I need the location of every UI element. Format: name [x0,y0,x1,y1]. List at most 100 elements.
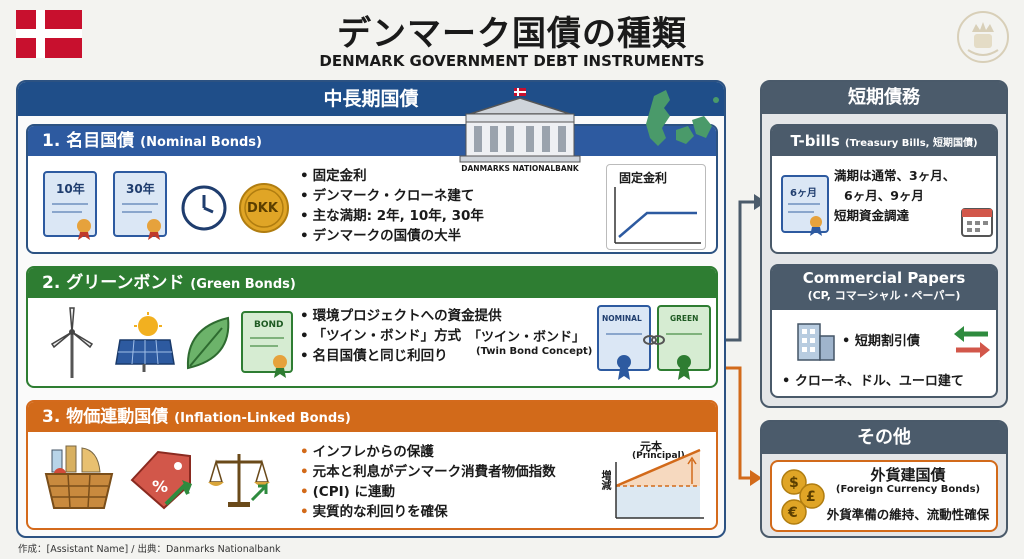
inflation-bullets: インフレからの保護 元本と利息がデンマーク消費者物価指数 (CPI) に連動 実… [300,442,556,522]
certificate-10y-label: 10年 [56,182,85,196]
solar-panel-icon [115,312,175,372]
inflation-title-jp: 3. 物価連動国債 [42,407,169,427]
green-bullets: 環境プロジェクトへの資金提供 「ツイン・ボンド」方式 名目国債と同じ利回り [300,306,502,366]
leaf-icon [186,316,230,370]
tbill-cert-label: 6ヶ月 [790,188,817,199]
fx-description: 外貨準備の維持、流動性確保 [826,507,990,522]
svg-text:€: € [787,505,798,521]
connector-arrows [726,194,766,486]
green-bond-label: BOND [254,320,284,330]
list-item: 固定金利 [300,166,484,186]
short-term-panel: 短期債務 T-bills (Treasury Bills, 短期国債) 6ヶ月 … [760,80,1008,408]
cp-subtitle: (CP, コマーシャル・ペーパー) [807,289,961,302]
list-item-continued: (CPI) に連動 [312,484,396,500]
list-item-continued: 6ヶ月、9ヶ月 [844,188,924,203]
grocery-basket-icon [44,445,114,509]
denmark-map-icon [646,90,719,146]
fixed-rate-chart: 固定金利 [606,164,706,250]
inflation-title-en: (Inflation-Linked Bonds) [174,411,351,426]
fixed-rate-chart-label: 固定金利 [619,171,668,185]
list-item: インフレからの保護 [300,442,556,462]
svg-text:$: $ [789,475,799,491]
twin-bond-title: 「ツイン・ボンド」 [468,330,586,345]
fx-title: 外貨建国債 [870,466,946,484]
cp-bullet-currency: • クローネ、ドル、ユーロ建て [782,374,964,389]
commercial-papers-box: Commercial Papers (CP, コマーシャル・ペーパー) • 短期… [770,264,998,398]
list-item: (CPI) に連動 [300,482,556,502]
svg-text:£: £ [806,489,816,505]
tbills-bullets: 満期は通常、3ヶ月、 6ヶ月、9ヶ月 短期資金調達 [834,166,955,226]
bank-label: DANMARKS NATIONALBANK [450,164,590,173]
twin-nominal-label: NOMINAL [602,314,642,323]
list-item: デンマークの国債の大半 [300,226,484,246]
tbills-header: T-bills (Treasury Bills, 短期国債) [772,126,996,156]
other-panel: その他 $ £ € 外貨建国債 (Foreign Currency Bonds)… [760,420,1008,538]
tbills-box: T-bills (Treasury Bills, 短期国債) 6ヶ月 満期は通常… [770,124,998,254]
cp-bullet-discount: • 短期割引債 [842,334,920,349]
other-title: その他 [762,422,1006,454]
cp-bullet-discount-text: 短期割引債 [854,334,920,349]
list-item: 元本と利息がデンマーク消費者物価指数 [300,462,556,482]
mid-long-term-panel: 中長期国債 1. 名目国債 (Nominal Bonds) 10年 30年 [16,80,726,538]
bank-building-icon [459,88,581,163]
list-item: 主な満期: 2年, 10年, 30年 [300,206,484,226]
denmark-flag-icon [16,10,82,58]
principal-chart-label-en: (Principal) [632,451,685,461]
list-item: 満期は通常、3ヶ月、 [834,168,956,183]
inflation-linked-section: 3. 物価連動国債 (Inflation-Linked Bonds) % [26,400,718,530]
cp-title: Commercial Papers [802,269,966,287]
clock-icon [181,185,227,231]
tbills-title: T-bills [790,132,840,150]
principal-chart-label: 元本 [640,440,662,453]
certificate-30y-label: 30年 [126,182,155,196]
list-item: デンマーク・クローネ建て [300,186,484,206]
footer-credit: 作成：[Assistant Name] / 出典：Danmarks Nation… [18,544,281,555]
tbills-title-en: (Treasury Bills, 短期国債) [845,138,978,149]
certificate-10y-icon [43,171,97,240]
twin-bond-en: (Twin Bond Concept) [476,346,593,357]
dkk-coin-icon [239,183,289,233]
royal-crest-icon [957,11,1009,63]
fx-title-en: (Foreign Currency Bonds) [835,484,981,495]
svg-text:%: % [152,477,168,496]
office-building-icon [797,323,835,361]
tbill-certificate-icon [781,175,829,236]
cp-bullet-currency-text: クローネ、ドル、ユーロ建て [794,374,964,389]
green-bond-certificate-icon [241,311,293,378]
calendar-icon [961,208,993,237]
principal-chart: 元本 (Principal) 増減 [596,438,710,526]
list-item: 実質的な利回りを確保 [300,502,556,522]
nominal-title-en: (Nominal Bonds) [140,135,262,150]
nominal-title-jp: 1. 名目国債 [42,131,135,151]
principal-growth-chart [615,448,704,519]
page-title: デンマーク国債の種類 [337,14,687,54]
green-title-jp: 2. グリーンボンド [42,273,185,293]
page-subtitle: DENMARK GOVERNMENT DEBT INSTRUMENTS [319,52,705,70]
price-tag-icon: % [130,450,192,510]
twin-green-label: GREEN [670,314,699,323]
inflation-header: 3. 物価連動国債 (Inflation-Linked Bonds) [28,402,716,432]
list-item: 環境プロジェクトへの資金提供 [300,306,502,326]
list-item: 6ヶ月、9ヶ月 [834,186,955,206]
green-title-en: (Green Bonds) [190,277,296,292]
currency-coins-icon: $ £ € [781,469,825,525]
certificate-30y-icon [113,171,167,240]
list-item: 「ツイン・ボンド」方式 [300,326,502,346]
nominal-bonds-section: 1. 名目国債 (Nominal Bonds) 10年 30年 [26,124,718,254]
balance-scale-icon [208,454,270,507]
list-item: 短期資金調達 [834,208,910,223]
green-bonds-header: 2. グリーンボンド (Green Bonds) [28,268,716,298]
fixed-rate-line [614,187,701,244]
dkk-coin-label: DKK [247,201,278,216]
twin-bond-certificates-icon [597,305,711,380]
list-item: 名目国債と同じ利回り [300,346,502,366]
exchange-arrows-icon [954,326,990,358]
principal-axis-label: 増減 [599,470,610,490]
cp-header: Commercial Papers (CP, コマーシャル・ペーパー) [772,266,996,310]
wind-turbine-icon [50,307,94,378]
green-bonds-section: 2. グリーンボンド (Green Bonds) [26,266,718,388]
foreign-currency-box: $ £ € 外貨建国債 (Foreign Currency Bonds) 外貨準… [770,460,998,532]
short-term-title: 短期債務 [762,82,1006,114]
nominal-bonds-header: 1. 名目国債 (Nominal Bonds) [28,126,716,156]
mid-long-term-title: 中長期国債 [18,82,724,116]
